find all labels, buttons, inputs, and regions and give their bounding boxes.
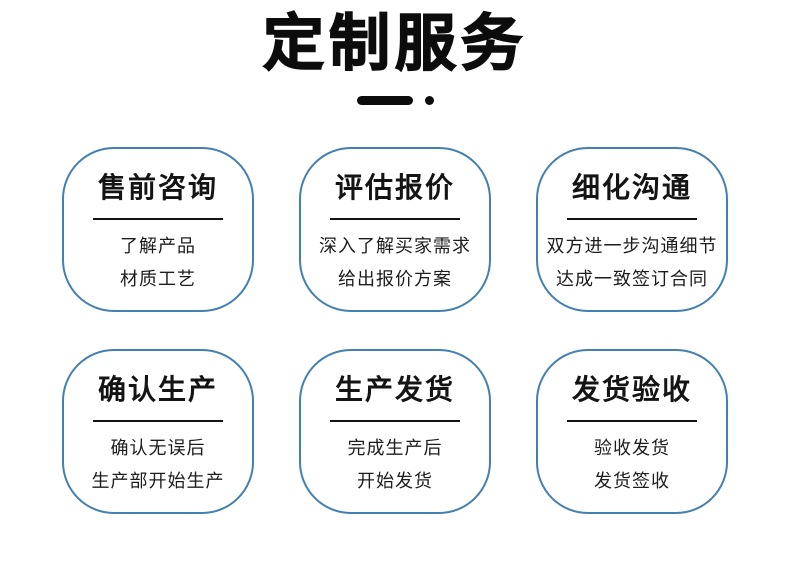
card-description-line: 开始发货 — [357, 471, 433, 491]
service-card-presale-consult: 售前咨询 了解产品 材质工艺 — [62, 147, 254, 312]
banner-header: 定制服务 — [0, 0, 790, 105]
title-ornament — [0, 96, 790, 105]
service-card-evaluate-quote: 评估报价 深入了解买家需求 给出报价方案 — [299, 147, 491, 312]
card-description: 验收发货 发货签收 — [594, 432, 670, 498]
card-title: 评估报价 — [334, 173, 455, 204]
card-description-line: 生产部开始生产 — [91, 471, 225, 491]
card-divider — [330, 218, 460, 220]
card-title: 售前咨询 — [97, 173, 218, 204]
card-description: 深入了解买家需求 给出报价方案 — [319, 230, 471, 296]
card-description-line: 完成生产后 — [347, 438, 443, 458]
card-description-line: 确认无误后 — [110, 438, 206, 458]
card-divider — [330, 420, 460, 422]
card-title: 生产发货 — [334, 375, 455, 406]
page-title: 定制服务 — [262, 8, 527, 78]
card-description-line: 了解产品 — [120, 236, 196, 256]
card-description-line: 材质工艺 — [120, 269, 196, 289]
title-dot — [424, 96, 434, 105]
card-description-line: 发货签收 — [594, 471, 670, 491]
service-card-produce-ship: 生产发货 完成生产后 开始发货 — [299, 349, 491, 514]
service-card-confirm-production: 确认生产 确认无误后 生产部开始生产 — [62, 349, 254, 514]
card-description-line: 给出报价方案 — [338, 269, 452, 289]
card-divider — [567, 218, 697, 220]
card-divider — [93, 420, 223, 422]
card-description: 完成生产后 开始发货 — [348, 432, 443, 498]
card-description-line: 验收发货 — [594, 438, 670, 458]
card-description: 双方进一步沟通细节 达成一致签订合同 — [547, 230, 718, 296]
service-cards-grid: 售前咨询 了解产品 材质工艺 评估报价 深入了解买家需求 给出报价方案 细化沟通… — [0, 147, 790, 514]
card-description: 确认无误后 生产部开始生产 — [92, 432, 225, 498]
card-description-line: 达成一致签订合同 — [556, 269, 708, 289]
card-divider — [93, 218, 223, 220]
card-title: 发货验收 — [571, 375, 692, 406]
card-description-line: 双方进一步沟通细节 — [546, 236, 718, 256]
service-card-ship-acceptance: 发货验收 验收发货 发货签收 — [536, 349, 728, 514]
card-description-line: 深入了解买家需求 — [319, 236, 471, 256]
service-card-refine-communication: 细化沟通 双方进一步沟通细节 达成一致签订合同 — [536, 147, 728, 312]
card-description: 了解产品 材质工艺 — [120, 230, 196, 296]
card-title: 确认生产 — [97, 375, 218, 406]
title-underline-bar — [356, 96, 413, 105]
card-title: 细化沟通 — [571, 173, 692, 204]
card-divider — [567, 420, 697, 422]
